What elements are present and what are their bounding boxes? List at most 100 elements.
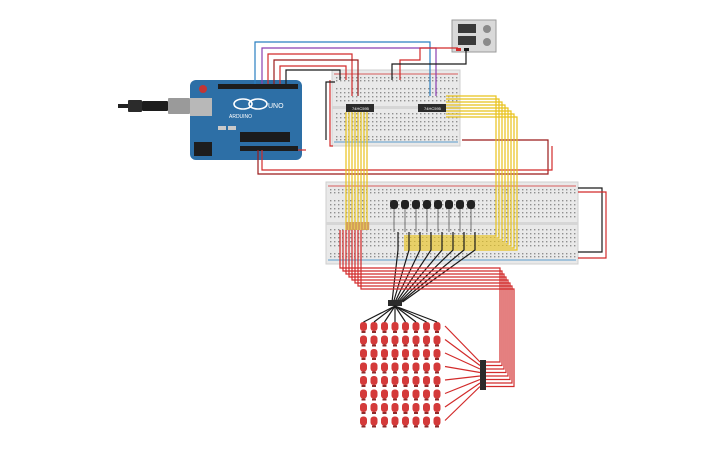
led	[391, 416, 399, 428]
current-knob[interactable]	[483, 38, 491, 46]
wires-power-rails	[578, 187, 607, 259]
board-brand-label: ARDUINO	[229, 114, 252, 120]
led	[433, 362, 441, 374]
led-matrix	[360, 305, 481, 428]
led	[402, 389, 409, 401]
led	[381, 389, 388, 401]
led	[423, 416, 430, 428]
led	[433, 335, 441, 347]
led	[381, 335, 388, 347]
led	[391, 322, 399, 333]
transistor	[434, 200, 442, 232]
resistor	[364, 222, 367, 230]
led	[433, 403, 441, 414]
led	[402, 322, 409, 333]
usb-cable	[118, 98, 190, 114]
led	[391, 335, 399, 347]
resistor	[367, 222, 370, 230]
column-connector	[388, 300, 402, 306]
led	[391, 403, 399, 414]
led	[412, 403, 420, 414]
arduino-board[interactable]: UNO ARDUINO	[190, 80, 302, 160]
led	[360, 376, 367, 387]
shift-register-1-label: 74HC595	[352, 106, 370, 111]
resistor	[352, 222, 355, 230]
led	[412, 389, 420, 401]
transistor	[445, 200, 453, 232]
led	[423, 389, 430, 401]
led	[381, 322, 388, 333]
wires-to-led-matrix	[339, 230, 515, 388]
led	[360, 335, 367, 347]
transistor	[423, 200, 431, 232]
led	[391, 349, 399, 360]
led	[412, 349, 420, 360]
transistor	[467, 200, 475, 232]
led	[381, 362, 388, 374]
led	[370, 349, 378, 360]
led	[381, 376, 388, 387]
arduino-logo	[233, 98, 253, 110]
led	[381, 349, 388, 360]
shift-register-2-label: 74HC595	[424, 106, 442, 111]
transistor-array	[390, 200, 475, 232]
led	[370, 416, 378, 428]
led	[370, 403, 378, 414]
led	[412, 416, 420, 428]
led	[391, 362, 399, 374]
led	[370, 362, 378, 374]
analog-header	[240, 146, 298, 151]
led	[360, 403, 367, 414]
transistor	[401, 200, 409, 232]
led	[412, 362, 420, 374]
wires-arduino-to-shift-registers	[254, 41, 553, 175]
led	[381, 403, 388, 414]
led	[402, 403, 409, 414]
led	[402, 376, 409, 387]
reset-button[interactable]	[199, 85, 207, 93]
led	[433, 376, 441, 387]
led	[433, 349, 441, 360]
led	[370, 322, 378, 333]
transistor	[412, 200, 420, 232]
led	[423, 335, 430, 347]
led	[433, 322, 441, 333]
atmega-chip	[240, 132, 290, 142]
led	[402, 335, 409, 347]
led	[360, 416, 367, 428]
led	[370, 389, 378, 401]
resistor	[346, 222, 349, 230]
transistor	[390, 200, 398, 232]
led	[402, 362, 409, 374]
led	[360, 362, 367, 374]
wires-shift-register-outputs	[345, 95, 518, 251]
led	[412, 335, 420, 347]
led	[360, 322, 367, 333]
led	[391, 389, 399, 401]
led	[402, 349, 409, 360]
led	[360, 349, 367, 360]
led	[433, 389, 441, 401]
digital-header	[218, 84, 298, 89]
resistor-array	[346, 222, 370, 230]
shift-register-1[interactable]: 74HC595	[346, 104, 374, 112]
board-model-label: UNO	[268, 103, 284, 110]
led	[423, 349, 430, 360]
resistor	[361, 222, 364, 230]
power-supply[interactable]	[451, 19, 497, 53]
led	[360, 389, 367, 401]
led	[402, 416, 409, 428]
shift-register-2[interactable]: 74HC595	[418, 104, 446, 112]
resistor	[355, 222, 358, 230]
led	[423, 403, 430, 414]
led	[370, 335, 378, 347]
voltage-knob[interactable]	[483, 25, 491, 33]
led	[412, 322, 420, 333]
led	[433, 416, 441, 428]
resistor	[358, 222, 361, 230]
row-connector	[480, 360, 486, 390]
led	[423, 362, 430, 374]
led	[412, 376, 420, 387]
led	[423, 322, 430, 333]
transistor	[456, 200, 464, 232]
